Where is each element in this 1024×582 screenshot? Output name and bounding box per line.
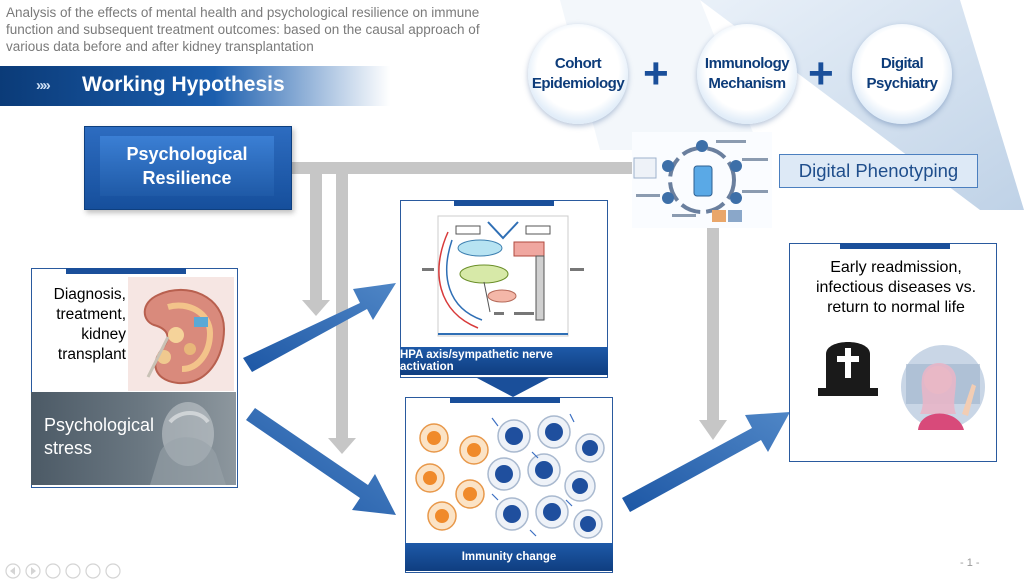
circle-label-line2: Mechanism — [708, 75, 786, 92]
digital-phenotyping-cycle-figure — [632, 132, 772, 228]
slides-icon — [65, 563, 81, 579]
arrow-hpa-to-immunity — [477, 378, 549, 397]
diagnosis-line: transplant — [57, 346, 126, 363]
stress-line1: Psychological — [44, 415, 155, 435]
plus-icon: + — [643, 49, 669, 98]
circle-label-line1: Immunology — [704, 55, 790, 72]
arrow-to-outcome — [622, 412, 790, 512]
outcome-panel-tab — [840, 243, 950, 249]
diagnosis-line: kidney — [81, 326, 126, 343]
circle-label-line1: Cohort — [554, 55, 602, 72]
working-hypothesis-banner — [0, 66, 390, 106]
outcome-line2: infectious diseases vs. — [815, 279, 977, 296]
immunity-panel-tab — [450, 397, 560, 403]
immunity-change-caption: Immunity change — [405, 543, 613, 571]
digital-phenotyping-box: Digital Phenotyping — [779, 154, 978, 188]
stressed-person-silhouette — [150, 402, 226, 485]
slideshow-controls — [5, 563, 121, 579]
plus-icon: + — [808, 49, 834, 98]
slide-title: Analysis of the effects of mental health… — [6, 5, 480, 54]
arrow-to-immunity — [246, 408, 396, 515]
diagnosis-line: treatment, — [56, 306, 126, 323]
page-number: - 1 - — [960, 557, 980, 569]
outcome-line1: Early readmission, — [830, 259, 962, 276]
stress-line2: stress — [44, 438, 93, 458]
circle-label-line2: Epidemiology — [531, 75, 625, 92]
chevron-double-right-icon: »» — [36, 77, 51, 94]
circle-label-line2: Psychiatry — [866, 75, 938, 92]
zoom-icon — [85, 563, 101, 579]
diagnosis-line: Diagnosis, — [53, 286, 126, 303]
next-slide-icon — [25, 563, 41, 579]
diagnosis-panel-tab — [66, 268, 186, 274]
kidney-image — [128, 277, 234, 391]
hpa-axis-diagram — [422, 215, 584, 337]
hpa-axis-caption: HPA axis/sympathetic nerve activation — [400, 347, 608, 375]
resilience-line1: Psychological — [126, 144, 248, 164]
circle-label-line1: Digital — [880, 55, 924, 72]
resilience-line2: Resilience — [142, 168, 232, 188]
tombstone-icon — [818, 342, 878, 396]
previous-slide-icon — [5, 563, 21, 579]
diagnosis-text: Diagnosis, treatment, kidney transplant — [38, 285, 126, 365]
happy-person-image — [901, 345, 985, 430]
hpa-panel-tab — [454, 200, 554, 206]
more-options-icon — [105, 563, 121, 579]
immune-cells-image — [415, 413, 605, 539]
working-hypothesis-label: Working Hypothesis — [82, 73, 285, 96]
outcome-text: Early readmission, infectious diseases v… — [796, 258, 996, 318]
pen-icon — [45, 563, 61, 579]
outcome-line3: return to normal life — [827, 299, 965, 316]
arrow-to-hpa — [243, 283, 396, 372]
psychological-stress-label: Psychological stress — [44, 414, 154, 460]
